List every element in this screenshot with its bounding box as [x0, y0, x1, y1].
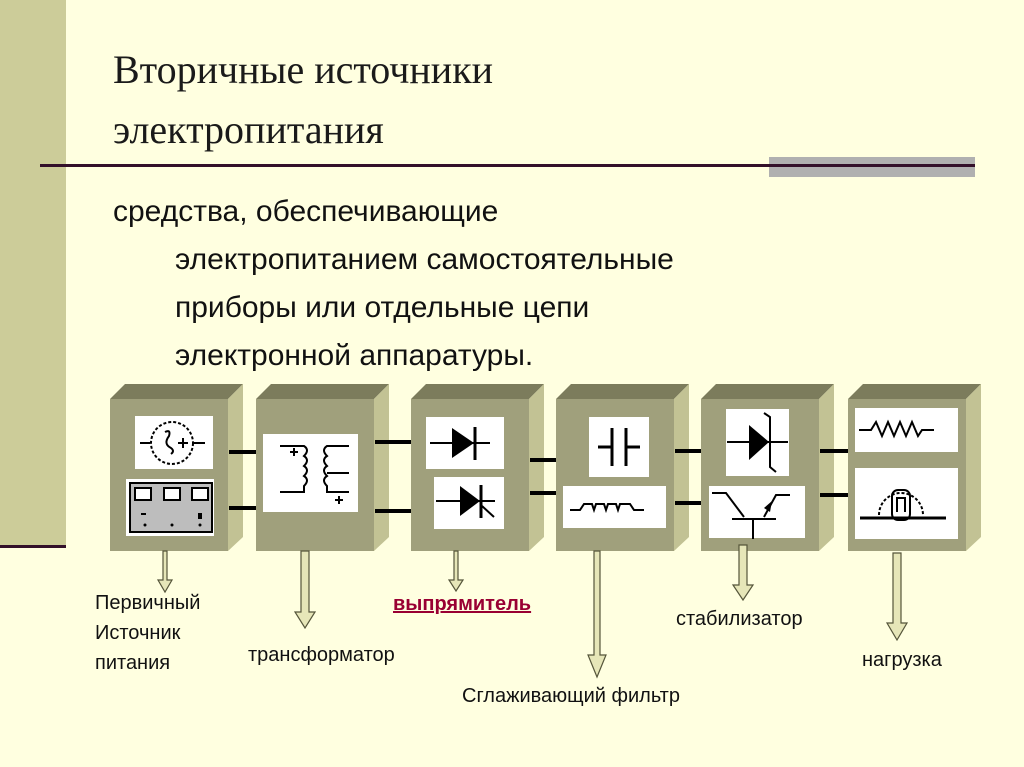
slide-title: Вторичные источники электропитания	[113, 40, 493, 160]
arrow-down-icon	[587, 550, 607, 679]
definition-line-2: электропитанием самостоятельные	[175, 243, 674, 276]
label-transformer: трансформатор	[248, 644, 395, 666]
thyristor-icon	[434, 477, 504, 529]
arrow-down-icon	[731, 544, 755, 602]
transistor-icon	[709, 486, 805, 539]
transformer-icon	[263, 434, 358, 512]
connector-wires	[229, 440, 848, 513]
lamp-icon	[855, 468, 958, 539]
left-decor-bar	[0, 0, 66, 548]
arrow-down-icon	[156, 550, 174, 594]
rectifier-link[interactable]: выпрямитель	[393, 593, 532, 615]
title-accent-block	[769, 157, 975, 177]
capacitor-icon	[589, 417, 649, 477]
arrow-down-icon	[447, 550, 465, 593]
title-line-1: Вторичные источники	[113, 47, 494, 92]
label-line: Первичный	[95, 592, 201, 614]
definition-line-3: приборы или отдельные цепи	[175, 291, 590, 324]
definition-text: средства, обеспечивающие электропитанием…	[113, 188, 674, 380]
diode-icon	[426, 417, 504, 469]
resistor-icon	[855, 408, 958, 452]
arrow-down-icon	[885, 552, 909, 642]
label-load: нагрузка	[862, 649, 942, 671]
label-line: питания	[95, 652, 171, 674]
label-smoothing-filter: Сглаживающий фильтр	[462, 685, 680, 707]
title-divider	[40, 164, 975, 167]
definition-line-1: средства, обеспечивающие	[113, 195, 499, 228]
power-supply-panel-icon	[126, 479, 214, 536]
ac-source-icon	[135, 416, 213, 469]
down-arrows	[156, 544, 909, 679]
definition-line-4: электронной аппаратуры.	[175, 339, 534, 372]
title-line-2: электропитания	[113, 107, 384, 152]
zener-diode-icon	[726, 409, 789, 476]
inductor-icon	[563, 486, 666, 528]
label-primary-source: Первичный Источник питания	[95, 588, 200, 678]
arrow-down-icon	[293, 550, 317, 630]
label-stabilizer: стабилизатор	[676, 608, 803, 630]
label-line: Источник	[95, 622, 181, 644]
